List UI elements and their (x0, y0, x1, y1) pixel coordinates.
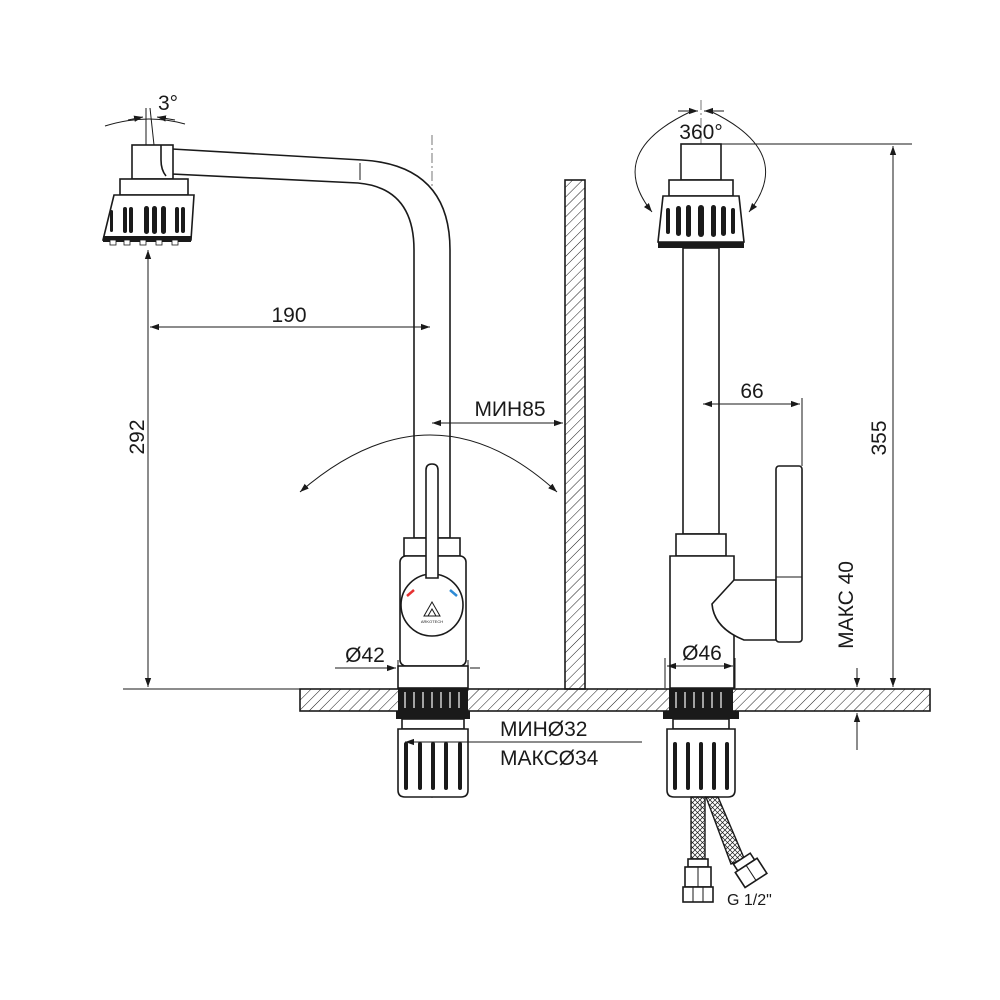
wall (564, 179, 586, 690)
dimension-body-side: Ø46 (664, 642, 736, 688)
dimension-wall-distance: МИН85 (432, 398, 563, 427)
label-hose-thread: G 1/2" (727, 892, 772, 909)
dimension-hole: МИНØ32 МАКСØ34 (405, 718, 642, 770)
svg-text:МАКС 40: МАКС 40 (835, 561, 858, 649)
svg-text:Ø46: Ø46 (682, 642, 722, 665)
svg-text:Ø42: Ø42 (345, 644, 385, 667)
dimension-total-height: 355 (721, 143, 912, 687)
svg-text:190: 190 (271, 304, 306, 327)
dimension-countertop: МАКС 40 (835, 561, 861, 750)
svg-text:ARKOTECH: ARKOTECH (421, 619, 443, 624)
side-view (634, 100, 803, 903)
aerator-side (657, 143, 745, 248)
water-hoses (682, 796, 768, 903)
svg-text:МИН85: МИН85 (474, 398, 545, 421)
label-rotation-angle: 360° (679, 121, 722, 144)
mounting-nut-front (396, 689, 470, 798)
aerator-front (101, 144, 195, 246)
svg-text:292: 292 (126, 419, 149, 454)
mounting-nut-side (663, 689, 739, 798)
front-view: ARKOTECH (101, 107, 558, 800)
label-tilt-angle: 3° (158, 92, 178, 115)
svg-text:66: 66 (740, 380, 763, 403)
dimension-spout-reach: 190 (147, 250, 430, 340)
svg-text:МИНØ32: МИНØ32 (500, 718, 587, 741)
dimension-body-front: Ø42 (335, 644, 480, 688)
svg-text:355: 355 (868, 420, 891, 455)
dimension-handle-reach: 66 (703, 380, 803, 466)
svg-text:МАКСØ34: МАКСØ34 (500, 747, 599, 770)
dimension-height-aerator: 292 (126, 250, 152, 687)
countertop (123, 688, 931, 712)
brand-logo: ARKOTECH (421, 600, 443, 624)
